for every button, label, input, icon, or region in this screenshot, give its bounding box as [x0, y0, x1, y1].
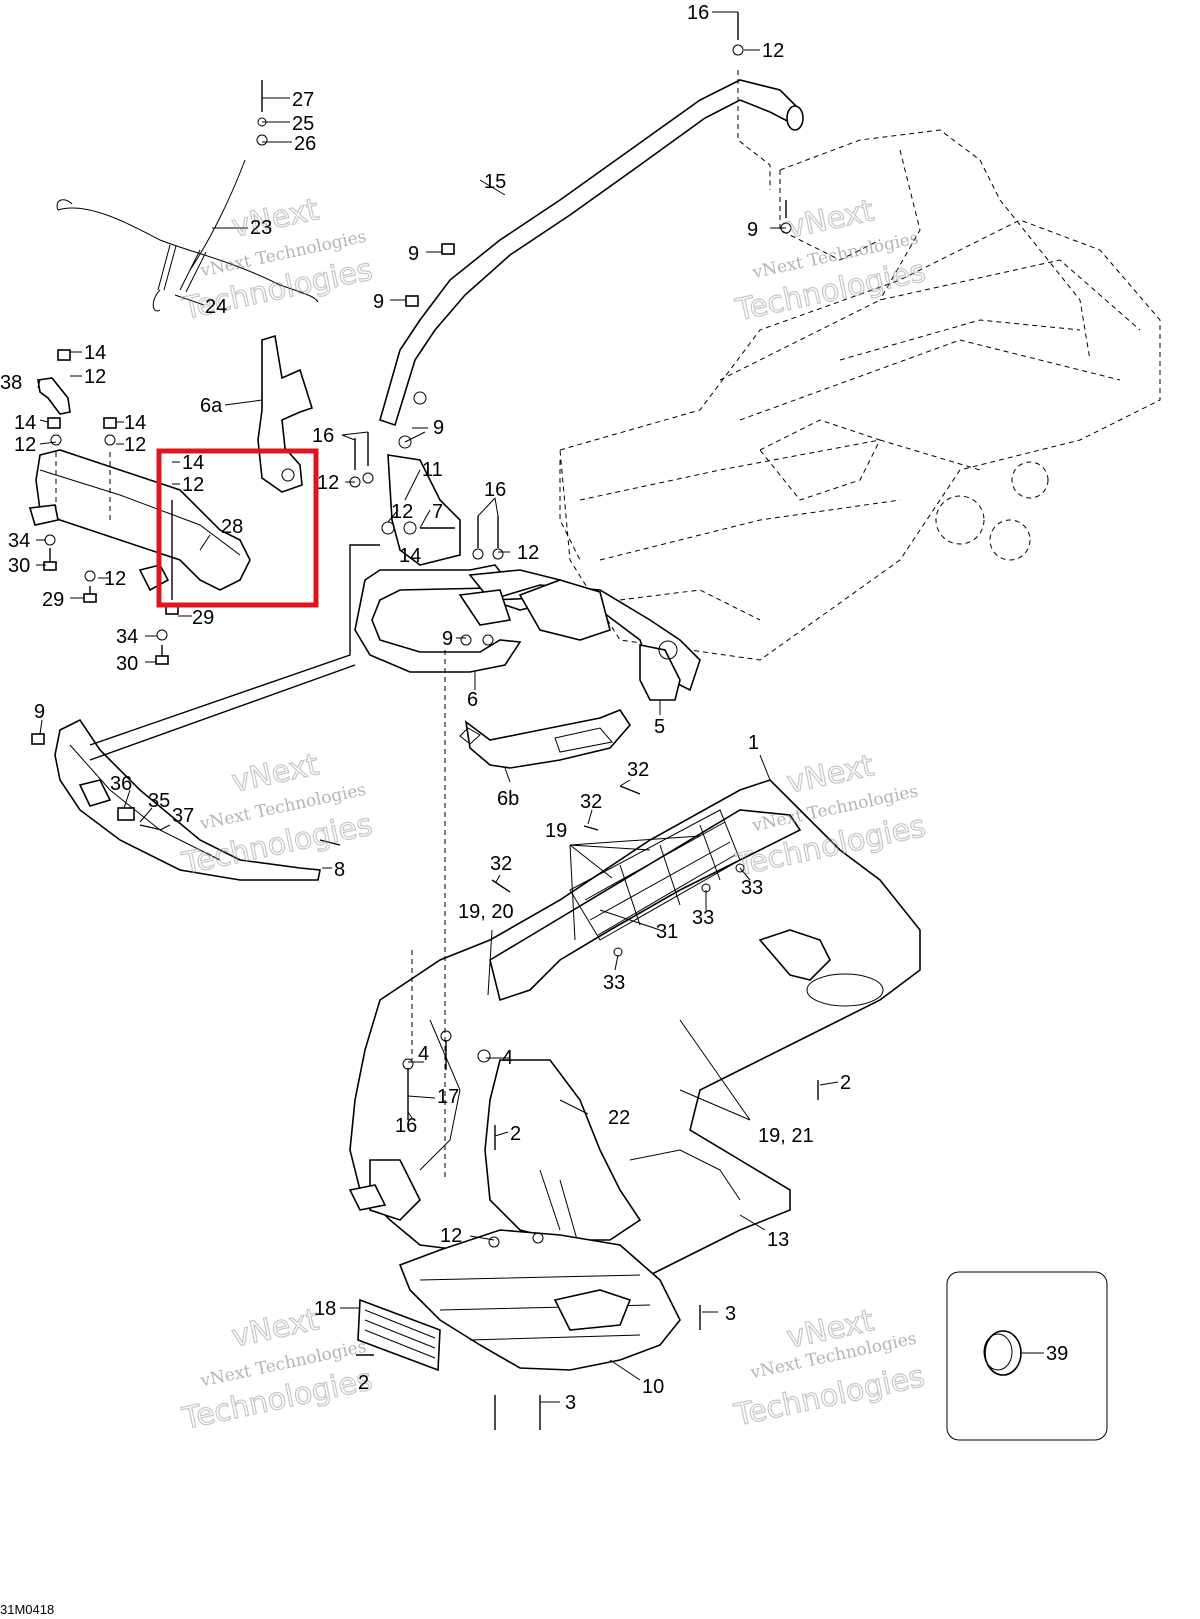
callout-27: 27	[292, 89, 314, 111]
callout-29: 29	[192, 607, 214, 629]
callout-26: 26	[294, 133, 316, 155]
callout-6a: 6a	[200, 395, 223, 417]
callout-18: 18	[314, 1298, 336, 1320]
figure-code: 31M0418	[0, 1602, 54, 1617]
vehicle-frame	[559, 129, 1161, 661]
callout-33: 33	[692, 907, 714, 929]
callout-3: 3	[565, 1392, 576, 1414]
callout-34: 34	[116, 626, 138, 648]
callout-12: 12	[182, 474, 204, 496]
callout-38: 38	[0, 372, 22, 394]
callout-8: 8	[334, 859, 345, 881]
callout-6b: 6b	[497, 788, 519, 810]
callout-9: 9	[747, 219, 758, 241]
watermark-vnext-5: vNext	[229, 1302, 322, 1355]
callout-12: 12	[762, 40, 784, 62]
callout-12: 12	[517, 542, 539, 564]
leader-lines	[36, 11, 1044, 1403]
callout-35: 35	[148, 790, 170, 812]
callout-2: 2	[358, 1372, 369, 1394]
callout-12: 12	[84, 366, 106, 388]
callout-24: 24	[205, 296, 227, 318]
detail-box-39	[946, 1271, 1108, 1441]
watermark-vnext-2: vNext	[784, 193, 877, 246]
hood-assembly	[348, 650, 921, 1372]
callout-9: 9	[373, 291, 384, 313]
callout-36: 36	[110, 773, 132, 795]
callout-12: 12	[440, 1225, 462, 1247]
left-bumper-bar-28	[28, 377, 251, 592]
callout-5: 5	[654, 716, 665, 738]
callout-15: 15	[484, 171, 506, 193]
front-skid-8	[54, 544, 380, 881]
callout-labels: 16 12 27 25 26 15 23 9 9 9 24 14 12 38 6…	[0, 2, 1068, 1617]
callout-37: 37	[172, 805, 194, 827]
callout-17: 17	[437, 1086, 459, 1108]
callout-12: 12	[391, 501, 413, 523]
callout-4: 4	[502, 1047, 513, 1069]
callout-32: 32	[580, 791, 602, 813]
fasteners	[31, 12, 819, 1430]
callout-12: 12	[124, 434, 146, 456]
callout-28: 28	[221, 516, 243, 538]
callout-23: 23	[250, 217, 272, 239]
callout-9: 9	[433, 417, 444, 439]
callout-25: 25	[292, 113, 314, 135]
spring-cable	[56, 80, 319, 312]
callout-31: 31	[656, 921, 678, 943]
callout-14: 14	[124, 412, 146, 434]
callout-9: 9	[34, 701, 45, 723]
callout-16: 16	[687, 2, 709, 24]
callout-10: 10	[642, 1376, 664, 1398]
callout-3: 3	[725, 1303, 736, 1325]
callout-16: 16	[312, 425, 334, 447]
callout-4: 4	[418, 1043, 429, 1065]
callout-16: 16	[484, 479, 506, 501]
callout-9: 9	[442, 628, 453, 650]
handle-bar-15	[379, 70, 804, 427]
callout-19-20: 19, 20	[458, 901, 514, 923]
callout-6: 6	[467, 689, 478, 711]
callout-32: 32	[490, 853, 512, 875]
watermark-vnext-1: vNext	[229, 192, 322, 245]
callout-7: 7	[432, 501, 443, 523]
callout-19-21: 19, 21	[758, 1125, 814, 1147]
callout-33: 33	[741, 877, 763, 899]
callout-2: 2	[840, 1072, 851, 1094]
callout-30: 30	[116, 653, 138, 675]
callout-2: 2	[510, 1123, 521, 1145]
callout-12: 12	[14, 434, 36, 456]
callout-14: 14	[182, 452, 204, 474]
callout-12: 12	[317, 472, 339, 494]
callout-13: 13	[767, 1229, 789, 1251]
callout-22: 22	[608, 1107, 630, 1129]
callout-19: 19	[545, 820, 567, 842]
front-bumper-6	[354, 564, 701, 701]
callout-14: 14	[84, 342, 106, 364]
callout-12: 12	[104, 568, 126, 590]
callout-39: 39	[1046, 1343, 1068, 1365]
callout-1: 1	[748, 732, 759, 754]
callout-14: 14	[399, 545, 421, 567]
highlight-box	[156, 448, 319, 608]
callout-14: 14	[14, 412, 36, 434]
callout-33: 33	[603, 972, 625, 994]
callout-11: 11	[422, 459, 443, 481]
callout-34: 34	[8, 530, 30, 552]
callout-32: 32	[627, 759, 649, 781]
callout-16: 16	[395, 1115, 417, 1137]
callout-30: 30	[8, 555, 30, 577]
callout-9: 9	[408, 243, 419, 265]
callout-29: 29	[42, 589, 64, 611]
